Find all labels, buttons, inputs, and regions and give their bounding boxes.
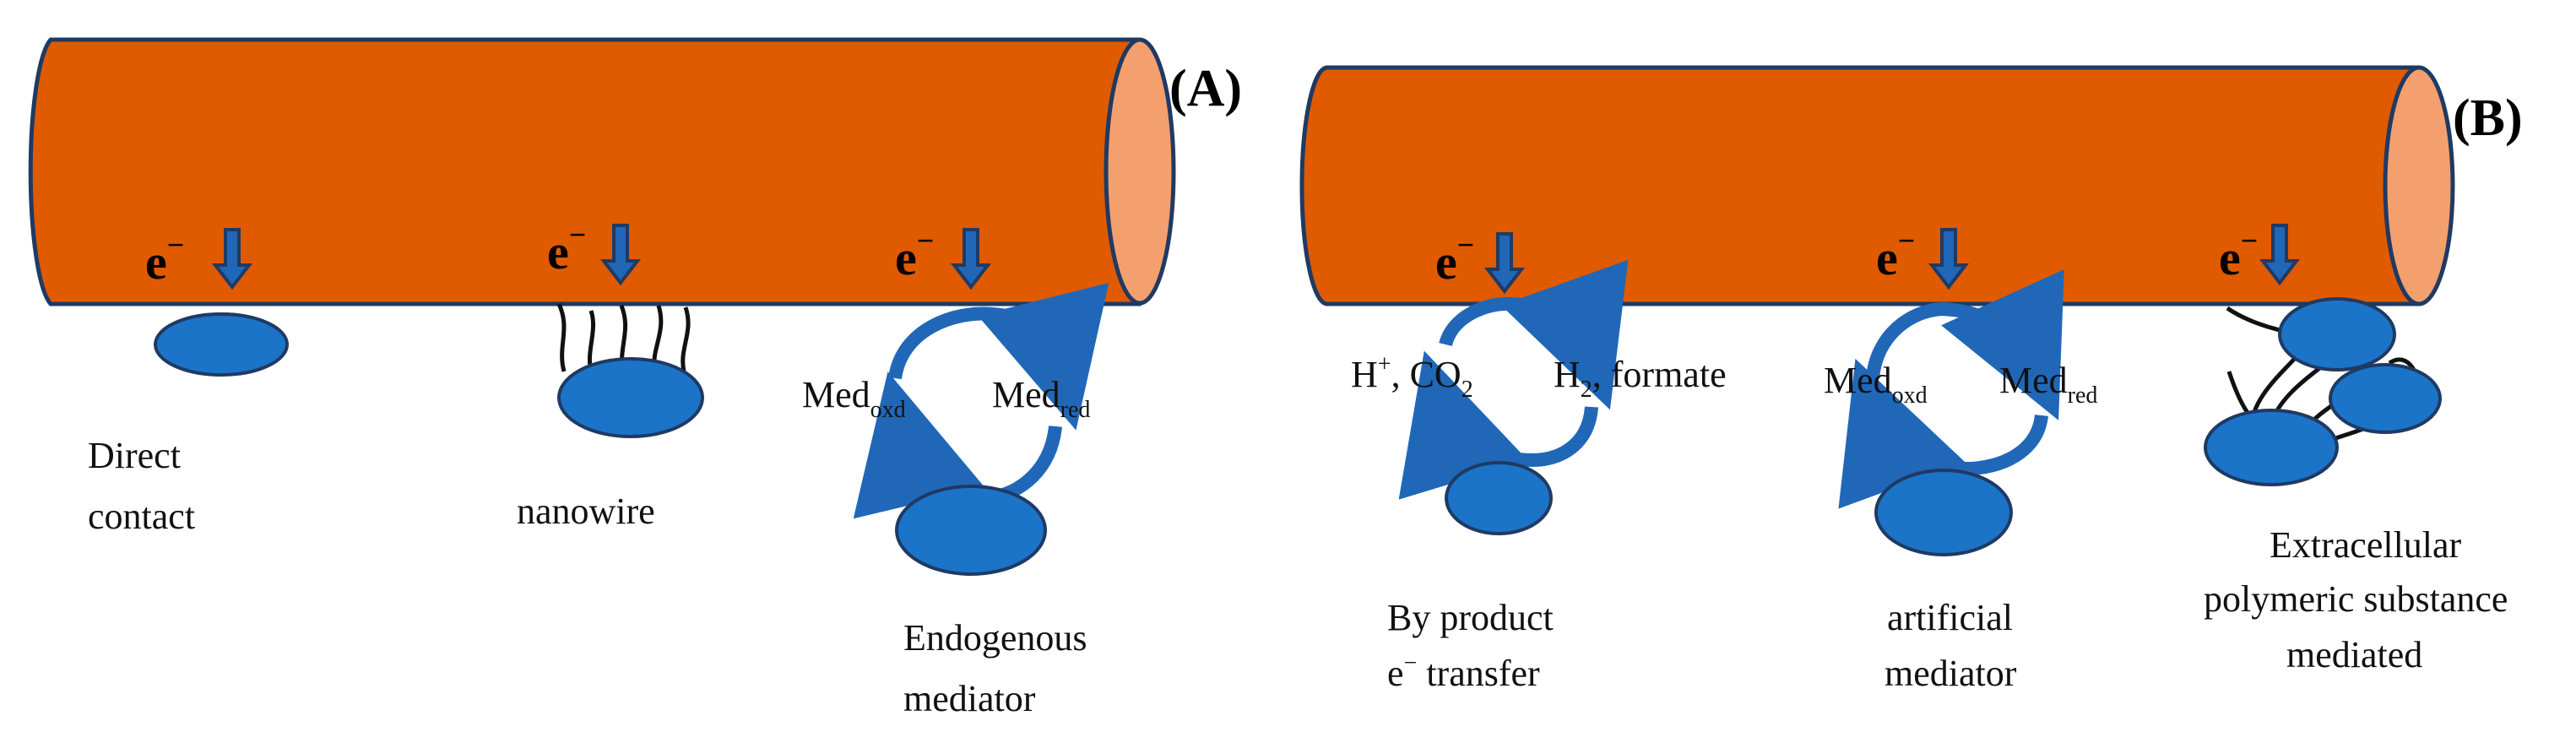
mechanism-endogenous-mediator: e− Medoxd Medred Endogenous mediator [802,224,1109,719]
mechanism-label-line1: artificial [1887,597,2013,638]
electrode-a [28,37,1176,306]
electron-label: e− [2219,224,2258,285]
med-oxd-label: Medoxd [1824,360,1928,409]
redox-cycle-arrow [888,282,1109,431]
mechanism-label-line2: mediator [1885,653,2017,694]
mechanism-direct-contact: e− Direct contact [88,228,289,537]
mechanism-label-line2: polymeric substance [2204,578,2508,620]
byproduct-reactant-label: H+, CO2 [1351,351,1473,403]
microbe-cell [895,485,1047,576]
mechanism-label-line1: Direct [88,435,181,476]
microbe-cell [1445,461,1553,535]
electron-label: e− [547,218,586,279]
mechanism-label-line2: mediator [903,678,1036,719]
med-red-label: Medred [1999,360,2097,409]
microbe-cell [154,312,289,377]
redox-cycle-arrow [1838,358,2048,509]
redox-cycle-arrow [1866,269,2064,420]
mechanism-label-line1: By product [1387,597,1554,638]
electron-label: e− [1876,224,1915,285]
mechanism-label-line2: contact [88,496,195,537]
panel-label-a: (A) [1169,60,1242,117]
mechanism-byproduct-transfer: e− H+, CO2 H2, formate By product e− tra… [1351,228,1727,694]
electron-label: e− [895,224,934,285]
med-oxd-label: Medoxd [802,374,906,423]
mechanism-label-line1: Extracellular [2270,524,2462,566]
mechanism-nanowire: e− nanowire [517,218,704,532]
microbe-cell [557,357,704,438]
byproduct-product-label: H2, formate [1554,354,1727,403]
mechanism-label: nanowire [517,491,655,532]
microbe-cell [2204,409,2339,486]
microbe-cell [2329,363,2442,434]
redox-cycle-arrow [1398,350,1598,500]
electron-label: e− [145,228,184,290]
mechanism-label-line1: Endogenous [903,617,1087,659]
mechanism-label-line2: e− transfer [1387,650,1540,694]
panel-a: (A) e− Direct contact e− nanowire [28,37,1242,719]
microbe-cell [2278,297,2396,371]
med-red-label: Medred [992,374,1090,423]
mechanism-artificial-mediator: e− Medoxd Medred artificial mediator [1824,224,2097,694]
redox-cycle-arrow [1439,259,1629,410]
mechanism-eps-mediated: e− Extracellular polymeric substance med… [2204,224,2508,675]
mechanism-label-line3: mediated [2286,634,2422,675]
panel-label-b: (B) [2453,89,2523,147]
electron-label: e− [1435,228,1474,290]
microbe-cell [1874,469,2013,556]
electrode-b [1299,65,2455,306]
panel-b: (B) e− H+, CO2 H2, formate By product e−… [1299,65,2523,694]
